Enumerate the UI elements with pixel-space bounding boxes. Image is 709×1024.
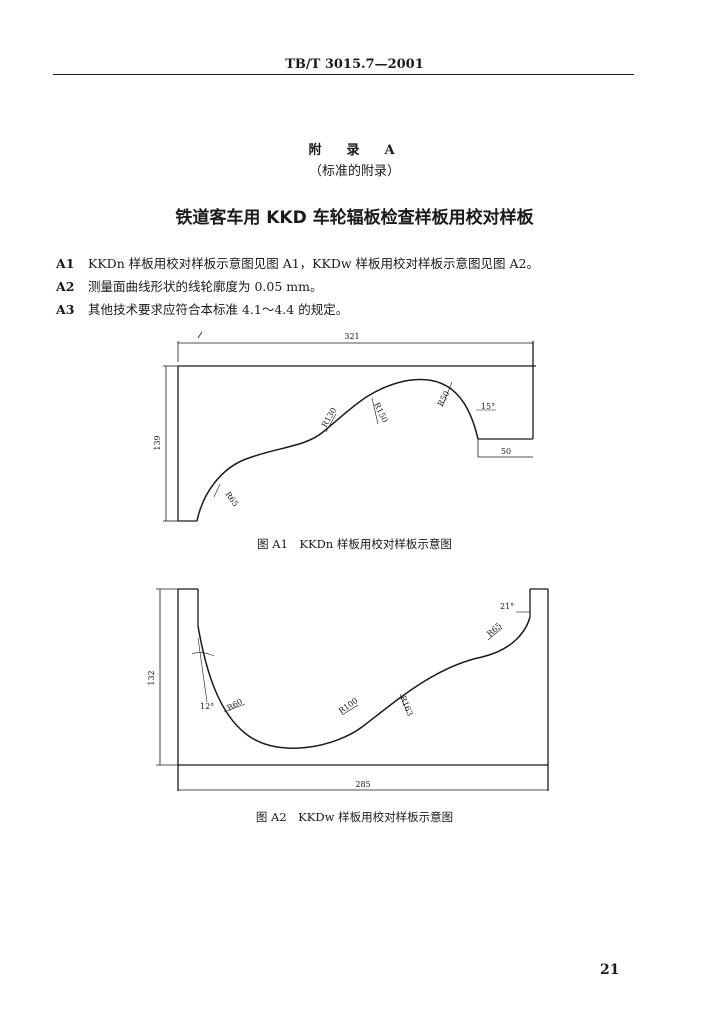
dim-width-321: 321 — [344, 332, 359, 341]
clause-text: 测量面曲线形状的线轮廓度为 0.05 mm。 — [88, 279, 323, 294]
label-r163: R163 — [398, 694, 414, 717]
dim-width-285: 285 — [355, 780, 370, 789]
dim-height-139: 139 — [153, 435, 162, 450]
dim-angle-21: 21° — [500, 602, 514, 611]
clause-text: KKDn 样板用校对样板示意图见图 A1，KKDw 样板用校对样板示意图见图 A… — [88, 256, 540, 271]
label-r65: R65 — [485, 621, 503, 639]
clause-number: A3 — [56, 302, 75, 317]
figure-a2-caption: 图 A2 KKDw 样板用校对样板示意图 — [255, 810, 454, 824]
clause-a1: A1 KKDn 样板用校对样板示意图见图 A1，KKDw 样板用校对样板示意图见图… — [56, 253, 539, 272]
document-code-header: TB/T 3015.7—2001 — [285, 57, 424, 72]
page-number: 21 — [600, 962, 620, 978]
appendix-title: 附 录 A — [308, 143, 401, 158]
dim-angle-15: 15° — [481, 402, 495, 411]
header-rule — [53, 74, 634, 75]
dim-height-132: 132 — [147, 670, 156, 685]
clause-number: A2 — [56, 279, 75, 294]
dim-angle-12: 12° — [200, 702, 214, 711]
label-r60: R60 — [226, 697, 245, 713]
clause-number: A1 — [56, 256, 75, 271]
dim-step-50: 50 — [501, 447, 511, 456]
clause-a3: A3 其他技术要求应符合本标准 4.1～4.4 的规定。 — [56, 299, 348, 318]
clause-a2: A2 测量面曲线形状的线轮廓度为 0.05 mm。 — [56, 276, 323, 295]
document-title: 铁道客车用 KKD 车轮辐板检查样板用校对样板 — [175, 208, 534, 228]
appendix-subtitle: （标准的附录） — [308, 164, 400, 179]
figure-a1-caption: 图 A1 KKDn 样板用校对样板示意图 — [257, 537, 452, 551]
clause-text: 其他技术要求应符合本标准 4.1～4.4 的规定。 — [88, 302, 349, 317]
